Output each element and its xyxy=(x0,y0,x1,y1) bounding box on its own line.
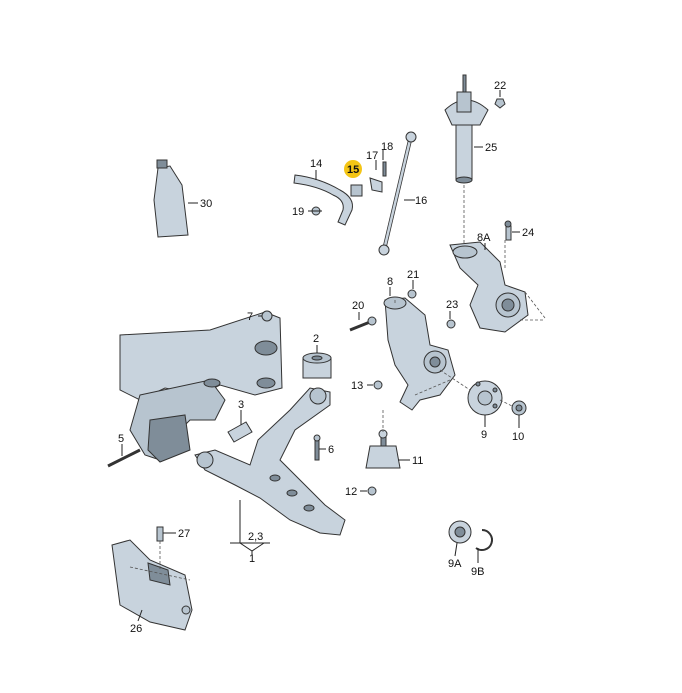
wheel-bearing-9a xyxy=(448,520,472,544)
bolt-20 xyxy=(349,316,377,332)
nut-21 xyxy=(407,289,417,299)
label-22: 22 xyxy=(494,80,506,92)
label-16: 16 xyxy=(415,195,427,207)
label-3: 3 xyxy=(238,399,244,411)
stabilizer-bush-15 xyxy=(350,184,363,197)
label-10: 10 xyxy=(512,431,524,443)
subframe xyxy=(119,311,283,463)
wheel-bearing-housing-8a xyxy=(449,241,529,333)
label-23: 23 xyxy=(446,299,458,311)
coupling-rod xyxy=(378,131,417,256)
label-2: 2 xyxy=(313,333,319,345)
bolt-18 xyxy=(382,161,387,177)
label-15: 15 xyxy=(347,164,359,176)
hub-nut xyxy=(511,400,527,416)
wheel-hub xyxy=(467,380,503,416)
label-9: 9 xyxy=(481,429,487,441)
nut-12 xyxy=(367,486,377,496)
label-12: 12 xyxy=(345,486,357,498)
label-17: 17 xyxy=(366,150,378,162)
rubber-bush-3 xyxy=(227,421,253,443)
rubber-bush-2 xyxy=(302,352,332,379)
wishbone xyxy=(194,387,346,536)
label-24: 24 xyxy=(522,227,534,239)
bracket-17 xyxy=(369,177,383,193)
nut-13 xyxy=(373,380,383,390)
grease-tube xyxy=(153,159,189,238)
bolt-27 xyxy=(156,526,164,542)
bolt-5 xyxy=(107,448,141,468)
leader-lines xyxy=(121,90,520,622)
bolt-6 xyxy=(313,434,321,461)
label-7: 7 xyxy=(247,311,253,323)
suspension-strut xyxy=(444,74,489,184)
label-20: 20 xyxy=(352,300,364,312)
label-11: 11 xyxy=(412,455,423,467)
label-18: 18 xyxy=(381,141,393,153)
assembly-lines xyxy=(129,185,546,581)
wheel-bearing-housing-8 xyxy=(383,296,456,411)
label-26: 26 xyxy=(130,623,142,635)
label-8a: 8A xyxy=(477,232,491,244)
label-5: 5 xyxy=(118,433,124,445)
label-13: 13 xyxy=(351,380,363,392)
nut-23 xyxy=(446,319,456,329)
label-9b: 9B xyxy=(471,566,484,578)
nut-7 xyxy=(261,310,273,322)
splash-shield xyxy=(111,539,193,631)
label-8: 8 xyxy=(387,276,393,288)
label-9a: 9A xyxy=(448,558,462,570)
highlight-badge xyxy=(344,160,362,178)
label-2-3: 2,3 xyxy=(248,531,263,543)
label-21: 21 xyxy=(407,269,419,281)
label-27: 27 xyxy=(178,528,190,540)
label-14: 14 xyxy=(310,158,322,170)
bolt-24 xyxy=(504,220,512,241)
ball-joint xyxy=(365,429,401,469)
part-labels: 30 14 15 17 18 16 19 22 25 8A 24 8 21 20… xyxy=(118,80,534,635)
circlip-9b xyxy=(475,529,493,551)
label-6: 6 xyxy=(328,444,334,456)
label-1: 1 xyxy=(249,553,255,565)
nut-22 xyxy=(494,98,506,109)
label-25: 25 xyxy=(485,142,497,154)
label-30: 30 xyxy=(200,198,212,210)
label-19: 19 xyxy=(292,206,304,218)
stabilizer-bar xyxy=(293,174,353,226)
